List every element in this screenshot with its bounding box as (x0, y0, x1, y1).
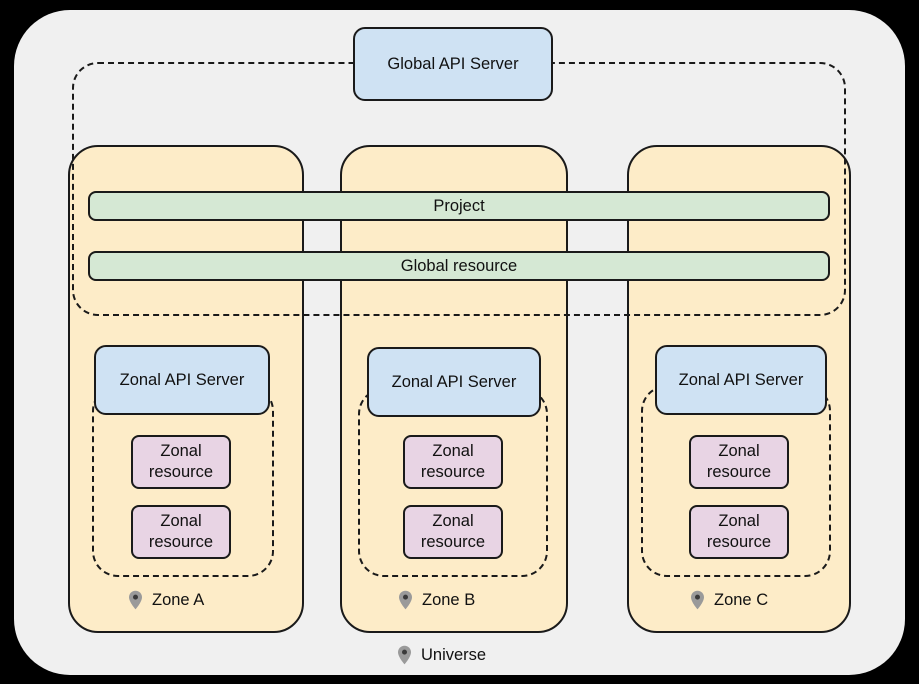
zonal-api-server-label-a: Zonal API Server (119, 370, 245, 389)
global-bar-project-label: Project (433, 196, 485, 215)
zonal-api-server-node-a[interactable]: Zonal API Server (94, 345, 270, 415)
zonal-resource-a-1-line1: Zonal (160, 442, 202, 461)
universe-label-text: Universe (421, 645, 487, 664)
global-api-server-label: Global API Server (387, 54, 519, 73)
zonal-resource-c-2[interactable]: Zonal resource (689, 505, 789, 559)
zonal-api-server-label-b: Zonal API Server (391, 372, 517, 391)
zonal-resource-c-1-line1: Zonal (718, 442, 760, 461)
universe-label: Universe (397, 645, 486, 665)
zonal-resource-a-2[interactable]: Zonal resource (131, 505, 231, 559)
global-bar-global-resource[interactable]: Global resource (88, 251, 830, 281)
zonal-resource-c-2-line2: resource (706, 533, 772, 551)
zone-label-b-text: Zone B (422, 590, 476, 609)
map-pin-icon (398, 645, 411, 665)
zonal-api-server-node-b[interactable]: Zonal API Server (367, 347, 541, 417)
zonal-api-server-node-c[interactable]: Zonal API Server (655, 345, 827, 415)
zonal-resource-c-1[interactable]: Zonal resource (689, 435, 789, 489)
zonal-resource-a-1-line2: resource (148, 463, 214, 481)
zonal-resource-b-1[interactable]: Zonal resource (403, 435, 503, 489)
zonal-resource-b-2[interactable]: Zonal resource (403, 505, 503, 559)
global-bar-global-resource-label: Global resource (400, 256, 518, 275)
zone-label-c: Zone C (690, 590, 768, 610)
zone-label-b: Zone B (398, 590, 475, 610)
map-pin-icon (129, 590, 142, 610)
map-pin-icon (691, 590, 704, 610)
zonal-resource-b-1-line1: Zonal (432, 442, 474, 461)
global-api-server-node[interactable]: Global API Server (353, 27, 553, 101)
zonal-resource-c-1-line2: resource (706, 463, 772, 481)
zonal-resource-a-1[interactable]: Zonal resource (131, 435, 231, 489)
zone-label-c-text: Zone C (714, 590, 769, 609)
global-bar-project[interactable]: Project (88, 191, 830, 221)
zonal-api-server-label-c: Zonal API Server (678, 370, 804, 389)
zone-label-a: Zone A (128, 590, 204, 610)
zonal-resource-c-2-line1: Zonal (718, 512, 760, 531)
zonal-resource-a-2-line1: Zonal (160, 512, 202, 531)
zonal-resource-b-1-line2: resource (420, 463, 486, 481)
zonal-resource-b-2-line2: resource (420, 533, 486, 551)
map-pin-icon (399, 590, 412, 610)
zonal-resource-a-2-line2: resource (148, 533, 214, 551)
zonal-resource-b-2-line1: Zonal (432, 512, 474, 531)
zone-label-a-text: Zone A (152, 590, 205, 609)
